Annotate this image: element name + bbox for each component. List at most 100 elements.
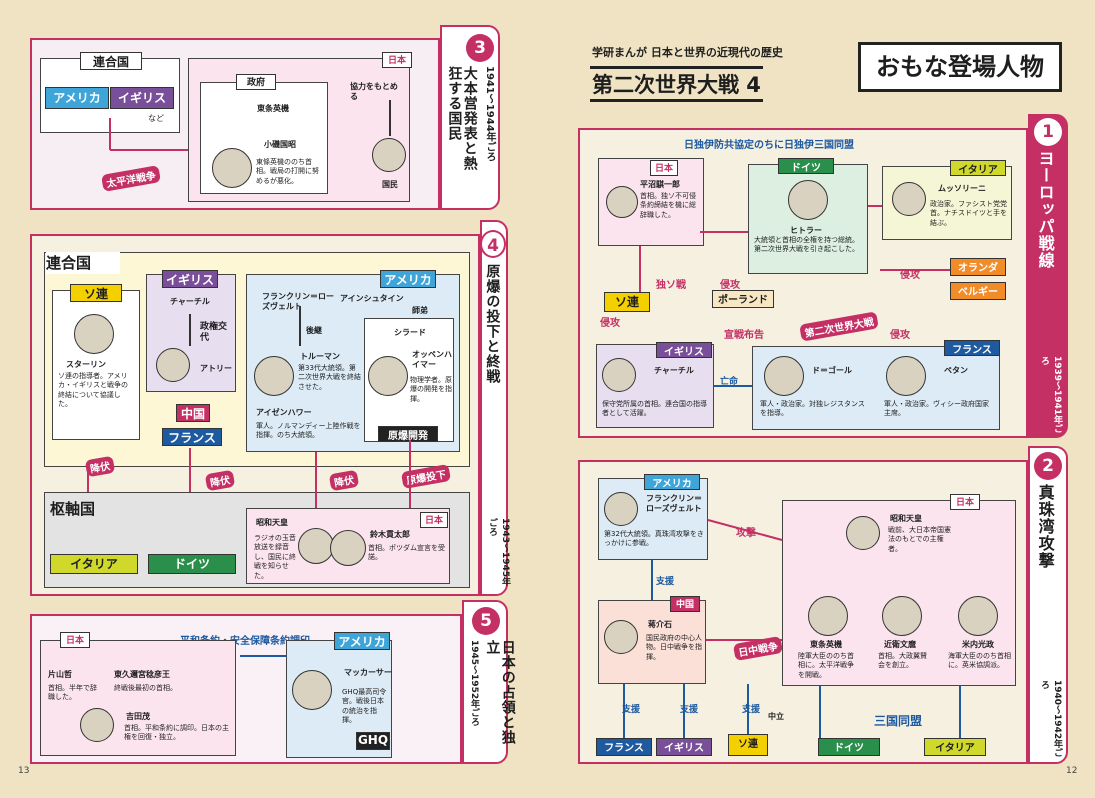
invasion-label-1: 侵攻	[600, 318, 620, 329]
einstein-name: アインシュタイン	[340, 294, 404, 303]
germany-label-1: ドイツ	[778, 158, 834, 174]
konoe-portrait	[882, 596, 922, 636]
yoshida-portrait	[80, 708, 114, 742]
tripartite-label: 三国同盟	[874, 714, 923, 728]
declaration-label: 宣戦布告	[724, 330, 764, 341]
japan-box-5	[40, 640, 236, 756]
page-number-left: 13	[18, 766, 30, 776]
fdr-name-2: フランクリン＝ローズヴェルト	[646, 494, 702, 513]
section-2-period: 1940～1942年ごろ	[1039, 680, 1062, 758]
section-1-period: 1939～1941年ごろ	[1039, 356, 1062, 434]
churchill-desc-1: 保守党所属の首相。連合国の指導者として活躍。	[602, 400, 707, 418]
attlee-name: アトリー	[200, 364, 232, 373]
churchill-portrait-1	[602, 358, 636, 392]
france-label-4: フランス	[162, 428, 222, 446]
szilard-name: シラード	[394, 328, 426, 337]
section-2-title: 真珠湾攻撃	[1035, 484, 1055, 569]
ghq-label: GHQ	[356, 732, 390, 750]
tojo-name-2: 東条英機	[810, 640, 842, 649]
america-label-3: アメリカ	[45, 87, 109, 109]
exile-label: 亡命	[720, 377, 739, 387]
invasion-label-4: 侵攻	[890, 330, 910, 341]
oppenheimer-name: オッペンハイマー	[412, 350, 452, 369]
stalin-portrait	[74, 314, 114, 354]
yonai-desc: 海軍大臣ののち首相に。英米協調派。	[948, 652, 1011, 670]
section-2-number: 2	[1034, 452, 1062, 480]
cast-title: おもな登場人物	[858, 42, 1062, 92]
germany-label-4: ドイツ	[148, 554, 236, 574]
support-label-3: 支援	[680, 705, 699, 715]
suzuki-portrait	[330, 530, 366, 566]
section-1-title: ヨーロッパ戦線	[1035, 150, 1055, 269]
oppenheimer-portrait	[368, 356, 408, 396]
section-5-period: 1945～1952年ごろ	[469, 640, 479, 727]
support-label-4: 支援	[742, 705, 761, 715]
belgium-label: ベルギー	[950, 282, 1006, 300]
pact-label: 日独伊防共協定のちに日独伊三国同盟	[684, 140, 854, 151]
macarthur-portrait	[292, 670, 332, 710]
successor-label: 後継	[306, 326, 322, 335]
section-3-period: 1941～1944年ごろ	[484, 66, 495, 162]
petain-desc: 軍人・政治家。ヴィシー政府国家主席。	[884, 400, 989, 418]
yonai-portrait	[958, 596, 998, 636]
stalin-desc: ソ連の指導者。アメリカ・イギリスと戦争の終結について協議した。	[58, 372, 128, 409]
chiang-desc: 国民政府の中心人物。日中戦争を指揮。	[646, 634, 702, 661]
truman-name: トルーマン	[300, 352, 340, 361]
netherlands-label: オランダ	[950, 258, 1006, 276]
section-4-period: 1943～1945年ごろ	[487, 518, 510, 587]
yoshida-name: 吉田茂	[126, 712, 150, 721]
hirohito-desc-4: ラジオの玉音放送を録音し、国民に終戦を知らせた。	[254, 534, 296, 580]
series-title: 学研まんが 日本と世界の近現代の歴史	[592, 46, 783, 59]
britain-label-4: イギリス	[162, 270, 218, 288]
britain-label-1: イギリス	[656, 342, 712, 358]
manhattan-label: 原爆開発	[378, 426, 438, 442]
degaulle-portrait	[764, 356, 804, 396]
fdr-name-4: フランクリン＝ローズヴェルト	[262, 292, 334, 311]
support-label-1: 支援	[656, 577, 675, 587]
tojo-portrait-2	[808, 596, 848, 636]
attlee-portrait	[156, 348, 190, 382]
japan-label-1: 日本	[650, 160, 678, 176]
stalin-name: スターリン	[66, 360, 106, 369]
attack-label: 攻撃	[736, 528, 756, 539]
suzuki-desc: 首相。ポツダム宣言を受諾。	[368, 544, 445, 562]
yoshida-desc: 首相。平和条約に調印。日本の主権を回復・独立。	[124, 724, 229, 742]
ussr-label-4: ソ連	[70, 284, 122, 302]
chiang-portrait	[604, 620, 638, 654]
britain-label-2: イギリス	[656, 738, 712, 756]
britain-label-3: イギリス	[110, 87, 174, 109]
hitler-desc: 大統領と首相の全権を持つ総統。第二次世界大戦を引き起こした。	[754, 236, 859, 254]
germany-label-2: ドイツ	[818, 738, 880, 756]
koiso-desc-3: 東條英機ののち首相。戦局の打開に努めるが悪化。	[256, 158, 319, 185]
eisenhower-desc: 軍人。ノルマンディー上陸作戦を指揮。のち大統領。	[256, 422, 361, 440]
higashikuni-name: 東久邇宮稔彦王	[114, 670, 170, 679]
people-label-3: 国民	[382, 180, 398, 189]
section-1-number: 1	[1034, 118, 1062, 146]
macarthur-name: マッカーサー	[344, 668, 392, 677]
neutral-label: 中立	[768, 712, 784, 721]
konoe-desc: 首相。大政翼賛会を創立。	[878, 652, 927, 670]
allies-label-4: 連合国	[46, 252, 120, 274]
hirohito-portrait-2	[846, 516, 880, 550]
truman-portrait	[254, 356, 294, 396]
degaulle-desc: 軍人・政治家。対独レジスタンスを指導。	[760, 400, 865, 418]
japan-box-4	[246, 508, 450, 584]
tojo-desc-2: 陸軍大臣ののち首相に。太平洋戦争を開戦。	[798, 652, 854, 679]
italy-label-1: イタリア	[950, 160, 1006, 176]
gov-label-3: 政府	[236, 74, 276, 90]
change-label: 政権交代	[200, 322, 228, 344]
suzuki-name: 鈴木貫太郎	[370, 530, 410, 539]
mussolini-desc: 政治家。ファシスト党党首。ナチスドイツと手を結ぶ。	[930, 200, 1007, 227]
allies-label-3: 連合国	[80, 52, 142, 70]
degaulle-name: ド＝ゴール	[812, 366, 852, 375]
china-label-4: 中国	[176, 404, 210, 422]
italy-label-2: イタリア	[924, 738, 986, 756]
section-4-tab	[480, 220, 508, 596]
section-4-number: 4	[480, 230, 506, 258]
section-4-title: 原爆の投下と終戦	[484, 264, 501, 384]
axis-label-4: 枢軸国	[50, 500, 96, 518]
etc-label-3: など	[148, 114, 164, 123]
churchill-name-4: チャーチル	[170, 297, 210, 306]
treaty-label: 平和条約・安全保障条約調印	[180, 636, 310, 647]
section-2-tab	[1028, 446, 1068, 764]
